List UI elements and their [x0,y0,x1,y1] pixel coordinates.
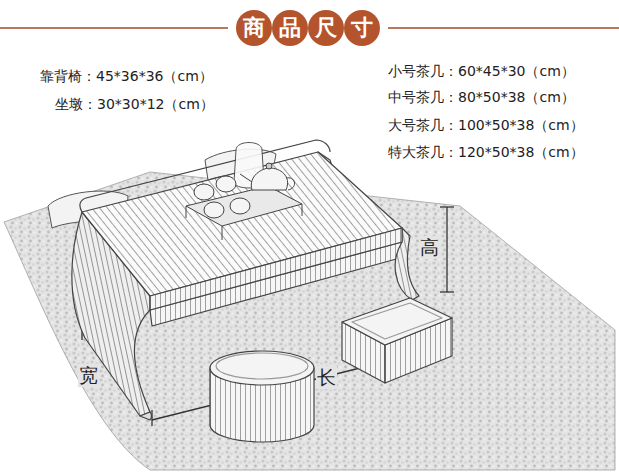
dimension-label: 高 [419,236,440,259]
round-stool [210,351,314,442]
page-title: 商品尺寸 [243,17,387,39]
header-rule [388,27,619,29]
header-rule [0,27,228,29]
size-spec: 特大茶几：120*50*38（cm） [388,144,584,161]
dimension-label: 宽 [78,364,99,387]
size-spec: 大号茶几：100*50*38（cm） [388,117,584,134]
square-stool [342,298,452,383]
size-spec: 靠背椅：45*36*36（cm） [40,68,213,85]
header-band [0,10,619,46]
height-tick [440,206,454,207]
height-tick [440,291,454,292]
size-spec: 坐墩：30*30*12（cm） [55,96,214,113]
size-spec: 小号茶几：60*45*30（cm） [388,63,575,80]
size-spec: 中号茶几：80*50*38（cm） [388,89,575,106]
tea-table [72,140,419,420]
dimension-label: 长 [316,366,337,389]
tea-set [186,143,302,241]
height-line [446,207,447,292]
